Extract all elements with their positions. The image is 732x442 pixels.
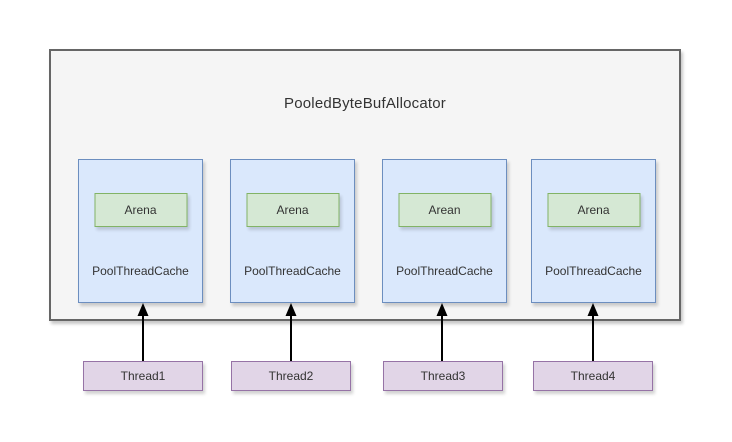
arena-label-2: Arena [276,203,309,217]
allocator-title: PooledByteBufAllocator [284,95,446,112]
pool-thread-cache-label-1: PoolThreadCache [92,264,189,278]
arena-box-2: Arena [246,193,339,227]
arena-label-3: Arean [428,203,461,217]
pool-thread-cache-label-2: PoolThreadCache [244,264,341,278]
pool-thread-cache-label-3: PoolThreadCache [396,264,493,278]
thread-label-3: Thread3 [420,369,466,383]
thread-label-2: Thread2 [268,369,314,383]
pool-thread-cache-box-3: Arean PoolThreadCache [382,159,507,303]
pool-thread-cache-label-4: PoolThreadCache [545,264,642,278]
pool-thread-cache-box-1: Arena PoolThreadCache [78,159,203,303]
thread-box-3: Thread3 [383,361,503,391]
arena-label-1: Arena [124,203,157,217]
thread-box-1: Thread1 [83,361,203,391]
pool-thread-cache-box-4: Arena PoolThreadCache [531,159,656,303]
thread-label-1: Thread1 [120,369,166,383]
pool-thread-cache-box-2: Arena PoolThreadCache [230,159,355,303]
thread-box-4: Thread4 [533,361,653,391]
arena-box-3: Arean [398,193,491,227]
thread-label-4: Thread4 [570,369,616,383]
arena-box-4: Arena [547,193,640,227]
arena-label-4: Arena [577,203,610,217]
arena-box-1: Arena [94,193,187,227]
thread-box-2: Thread2 [231,361,351,391]
